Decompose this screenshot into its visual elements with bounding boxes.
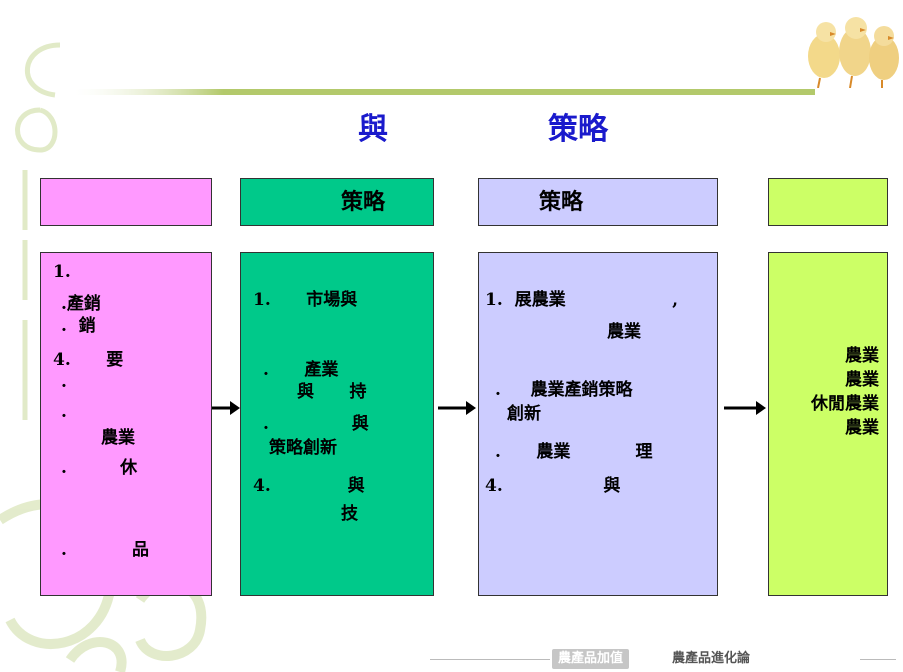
col1-line: .: [61, 372, 67, 392]
footer-divider: [430, 659, 550, 660]
page-title-part1: 與: [358, 112, 388, 147]
col4-line: 農業: [845, 418, 879, 438]
col1-line: . 休: [61, 458, 138, 478]
col1-line: .產銷: [61, 294, 101, 314]
column-box-3: 1. 展農業 , 農業 . 農業產銷策略 創新 . 農業 理 4. 與: [478, 252, 718, 596]
col2-line: 與 持: [297, 382, 367, 402]
column-header-3-label: 策略: [539, 189, 584, 215]
col1-line: . 銷: [61, 316, 96, 336]
col3-line: 創新: [507, 404, 541, 424]
col1-line: 1.: [53, 262, 71, 282]
col1-line: 農業: [101, 428, 135, 448]
column-header-1: [40, 178, 212, 226]
right-arrow-icon: [212, 401, 240, 415]
footer-divider-right: [860, 659, 896, 660]
right-arrow-icon: [438, 401, 476, 415]
column-box-2: 1. 市場與 . 產業 與 持 . 與 策略創新 4. 與 技: [240, 252, 434, 596]
page-title-part2: 策略: [548, 112, 608, 147]
col2-line: 1. 市場與: [253, 290, 358, 310]
col1-line: .: [61, 402, 67, 422]
col1-line: . 品: [61, 540, 150, 560]
column-header-4: [768, 178, 888, 226]
col1-line: 4. 要: [53, 350, 124, 370]
col2-line: 技: [341, 504, 358, 524]
column-box-1: 1. .產銷 . 銷 4. 要 . . 農業 . 休 . 品: [40, 252, 212, 596]
col3-line: . 農業 理: [495, 442, 653, 462]
top-divider: [75, 89, 815, 95]
footer-series-tag: 農產品加值: [552, 649, 630, 669]
footer-title: 農產品進化論: [672, 651, 751, 666]
col4-line: 農業: [845, 346, 879, 366]
column-header-2-label: 策略: [341, 189, 386, 215]
col2-line: 策略創新: [269, 438, 337, 458]
chick-photo: [808, 17, 899, 88]
col2-line: . 與: [263, 414, 369, 434]
column-box-4: 農業 農業 休閒農業 農業: [768, 252, 888, 596]
column-header-3: 策略: [478, 178, 718, 226]
col4-line: 休閒農業: [811, 394, 879, 414]
col3-line: 1. 展農業 ,: [485, 290, 679, 310]
col3-line: . 農業產銷策略: [495, 380, 633, 400]
col3-line: 農業: [607, 322, 641, 342]
col2-line: . 產業: [263, 360, 339, 380]
col2-line: 4. 與: [253, 476, 365, 496]
col3-line: 4. 與: [485, 476, 621, 496]
col4-line: 農業: [845, 370, 879, 390]
right-arrow-icon: [724, 401, 766, 415]
column-header-2: 策略: [240, 178, 434, 226]
